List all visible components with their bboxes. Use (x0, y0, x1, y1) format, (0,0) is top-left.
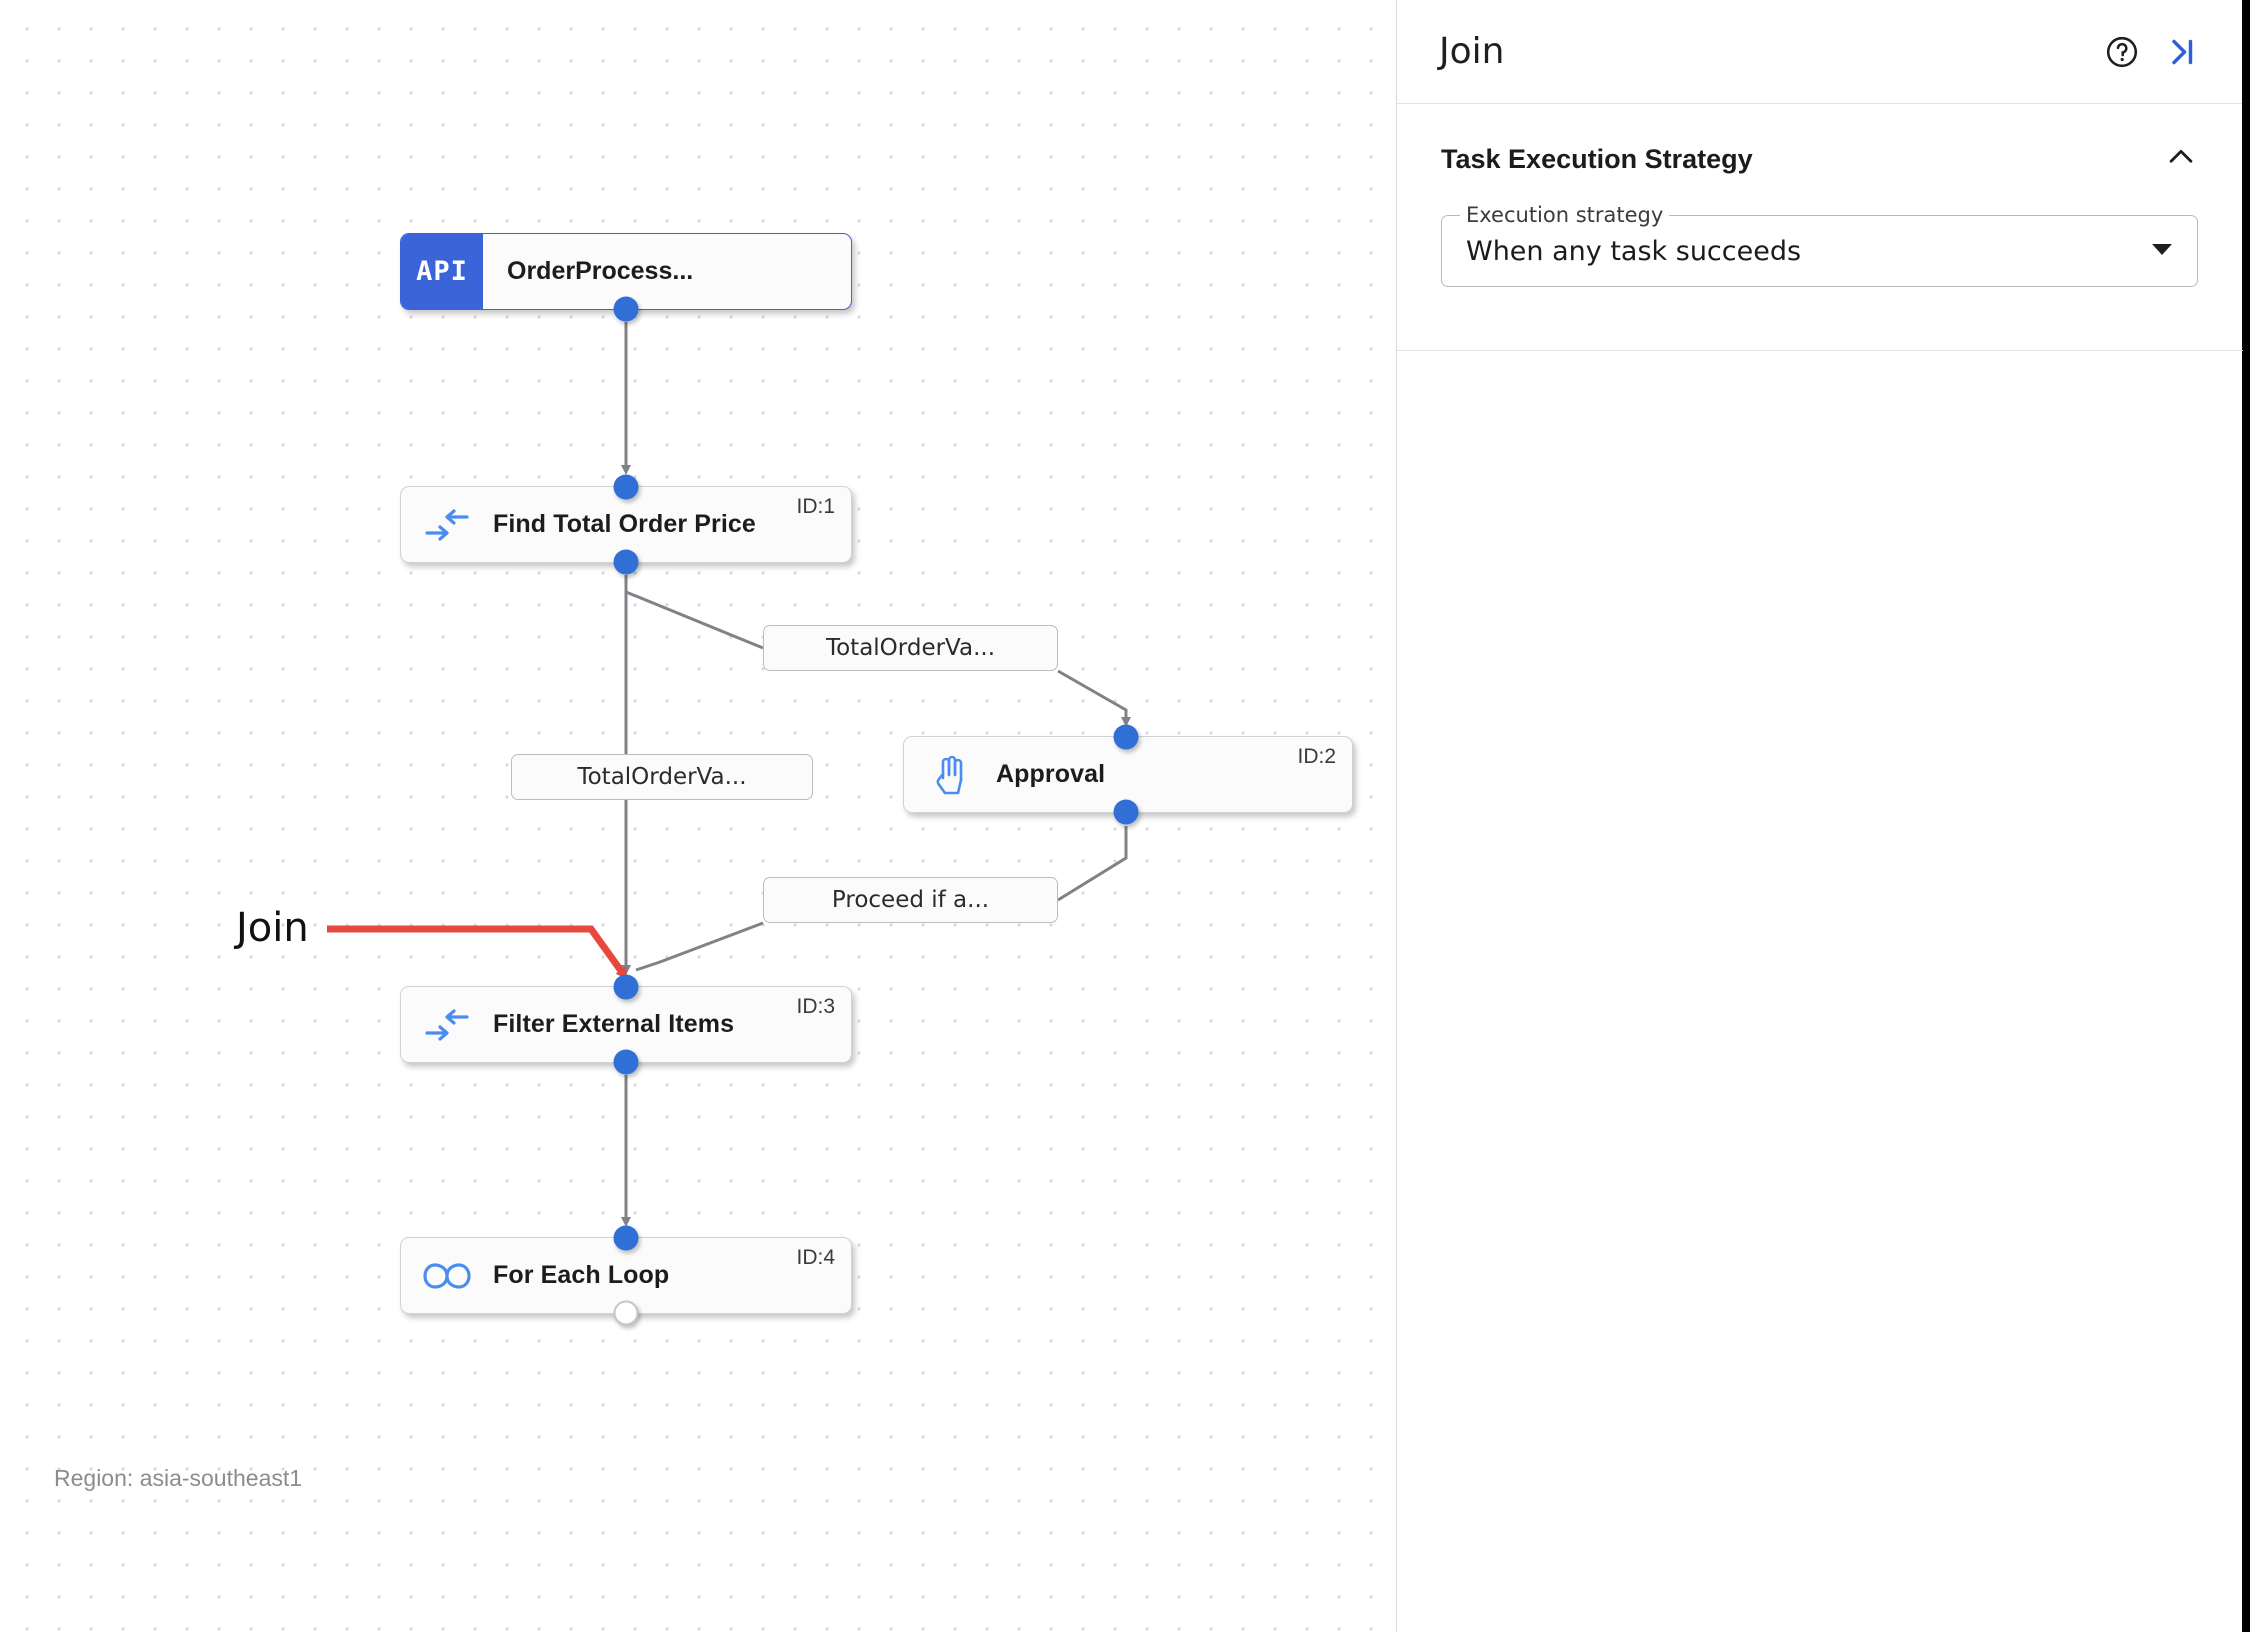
node-id-label: ID:4 (796, 1246, 835, 1269)
triangle-down-icon[interactable] (2151, 242, 2173, 261)
hand-raised-icon (904, 754, 996, 796)
node-input-port[interactable] (1113, 724, 1139, 750)
node-id-label: ID:1 (796, 495, 835, 518)
panel-title: Join (1439, 31, 1505, 72)
node-input-port[interactable] (613, 474, 639, 500)
workflow-canvas[interactable]: API OrderProcess... Find Total Order Pri… (0, 0, 1396, 1632)
node-order-process-start[interactable]: API OrderProcess... (400, 233, 852, 322)
node-input-port[interactable] (613, 1225, 639, 1251)
node-input-port[interactable] (613, 974, 639, 1000)
node-title: For Each Loop (493, 1261, 670, 1289)
help-circle-icon[interactable] (2098, 28, 2146, 76)
edge-label[interactable]: TotalOrderVa... (763, 625, 1058, 671)
chevron-up-icon[interactable] (2164, 140, 2198, 179)
infinity-loop-icon (401, 1262, 493, 1290)
execution-strategy-select[interactable]: Execution strategy When any task succeed… (1441, 203, 2198, 287)
section-title: Task Execution Strategy (1441, 144, 1753, 174)
merge-arrows-icon (401, 1008, 493, 1042)
api-badge-icon: API (401, 234, 483, 309)
node-output-port[interactable] (1113, 799, 1139, 825)
node-title: Find Total Order Price (493, 510, 756, 538)
properties-panel: Join Task Execution Strategy (1396, 0, 2243, 1632)
annotation-label-join: Join (236, 905, 309, 951)
execution-strategy-legend: Execution strategy (1460, 203, 1670, 227)
section-header[interactable]: Task Execution Strategy (1441, 140, 2198, 179)
edge-label[interactable]: TotalOrderVa... (511, 754, 813, 800)
panel-section-divider (1397, 350, 2243, 351)
collapse-panel-icon[interactable] (2156, 28, 2204, 76)
edge-label[interactable]: Proceed if a... (763, 877, 1058, 923)
node-find-total-order-price[interactable]: Find Total Order Price ID:1 (400, 474, 852, 575)
node-title: Filter External Items (493, 1010, 735, 1038)
node-output-port[interactable] (613, 549, 639, 575)
node-title: OrderProcess... (507, 257, 694, 285)
edge-layer (327, 322, 1131, 1227)
api-badge-label: API (416, 256, 468, 287)
node-id-label: ID:2 (1297, 745, 1336, 768)
node-filter-external-items[interactable]: Filter External Items ID:3 (400, 974, 852, 1075)
region-label: Region: asia-southeast1 (54, 1465, 303, 1491)
node-output-port[interactable] (613, 296, 639, 322)
node-output-port[interactable] (613, 1049, 639, 1075)
execution-strategy-value: When any task succeeds (1466, 235, 1802, 267)
panel-header: Join (1397, 0, 2242, 104)
merge-arrows-icon (401, 508, 493, 542)
node-id-label: ID:3 (796, 995, 835, 1018)
node-title: Approval (996, 760, 1106, 788)
task-execution-strategy-section: Task Execution Strategy Execution strate… (1397, 104, 2242, 287)
node-loop-output-port[interactable] (613, 1300, 639, 1326)
node-for-each-loop[interactable]: For Each Loop ID:4 (400, 1225, 852, 1326)
window-chrome-right-edge (2242, 0, 2250, 1632)
node-approval[interactable]: Approval ID:2 (903, 724, 1353, 825)
